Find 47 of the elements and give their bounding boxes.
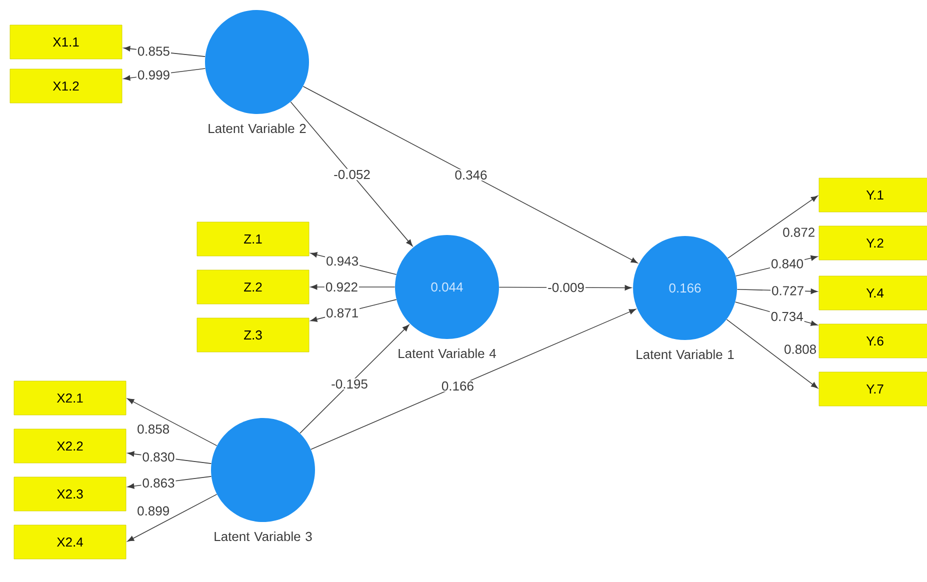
path-arrow [310,308,636,450]
indicator-box: Y.1 [818,178,927,212]
indicator-box: X2.1 [14,380,126,416]
latent-variable-circle [205,10,309,114]
path-coefficient: 0.840 [772,259,804,268]
indicator-box: X2.4 [14,524,126,560]
path-arrow [127,398,218,446]
path-arrow [300,324,410,434]
indicator-box: Y.4 [818,276,927,310]
indicator-box: Y.6 [818,324,927,358]
path-coefficient: -0.009 [548,282,584,292]
path-coefficient: 0.872 [783,228,814,237]
path-coefficient: 0.346 [455,170,487,180]
path-coefficient: 0.871 [326,308,358,318]
path-arrow [302,86,638,264]
indicator-box: Z.3 [196,318,310,352]
node-caption: Latent Variable 2 [208,124,306,134]
path-coefficient: 0.808 [784,344,816,354]
path-coefficient: 0.922 [326,282,358,292]
path-coefficient: -0.195 [332,379,368,389]
path-arrow [727,196,818,259]
path-arrow [290,101,413,246]
path-coefficient: 0.166 [442,381,474,391]
path-coefficient: 0.855 [138,46,170,56]
path-coefficient: 0.727 [772,286,804,296]
indicator-box: X1.1 [10,24,122,60]
path-coefficient: 0.999 [138,70,170,80]
indicator-box: X2.2 [14,428,126,464]
path-coefficient: 0.943 [326,256,358,266]
path-coefficient: 0.899 [138,506,169,516]
node-caption: Latent Variable 3 [214,532,312,542]
latent-variable-circle [211,418,315,522]
path-coefficient: 0.734 [771,312,803,322]
path-arrow [127,494,218,542]
path-coefficient: 0.858 [138,424,170,434]
indicator-box: Z.1 [196,222,310,256]
indicator-box: Y.2 [818,226,927,260]
path-coefficient: 0.830 [142,452,174,462]
indicator-box: X2.3 [14,476,126,512]
path-arrow [726,319,818,388]
node-caption: Latent Variable 4 [398,348,496,358]
path-coefficient: 0.863 [142,478,174,488]
path-coefficient: -0.052 [334,170,370,180]
indicator-box: X1.2 [10,68,122,104]
indicator-box: Z.2 [196,270,310,304]
node-caption: Latent Variable 1 [636,350,734,360]
indicator-box: Y.7 [818,372,927,406]
